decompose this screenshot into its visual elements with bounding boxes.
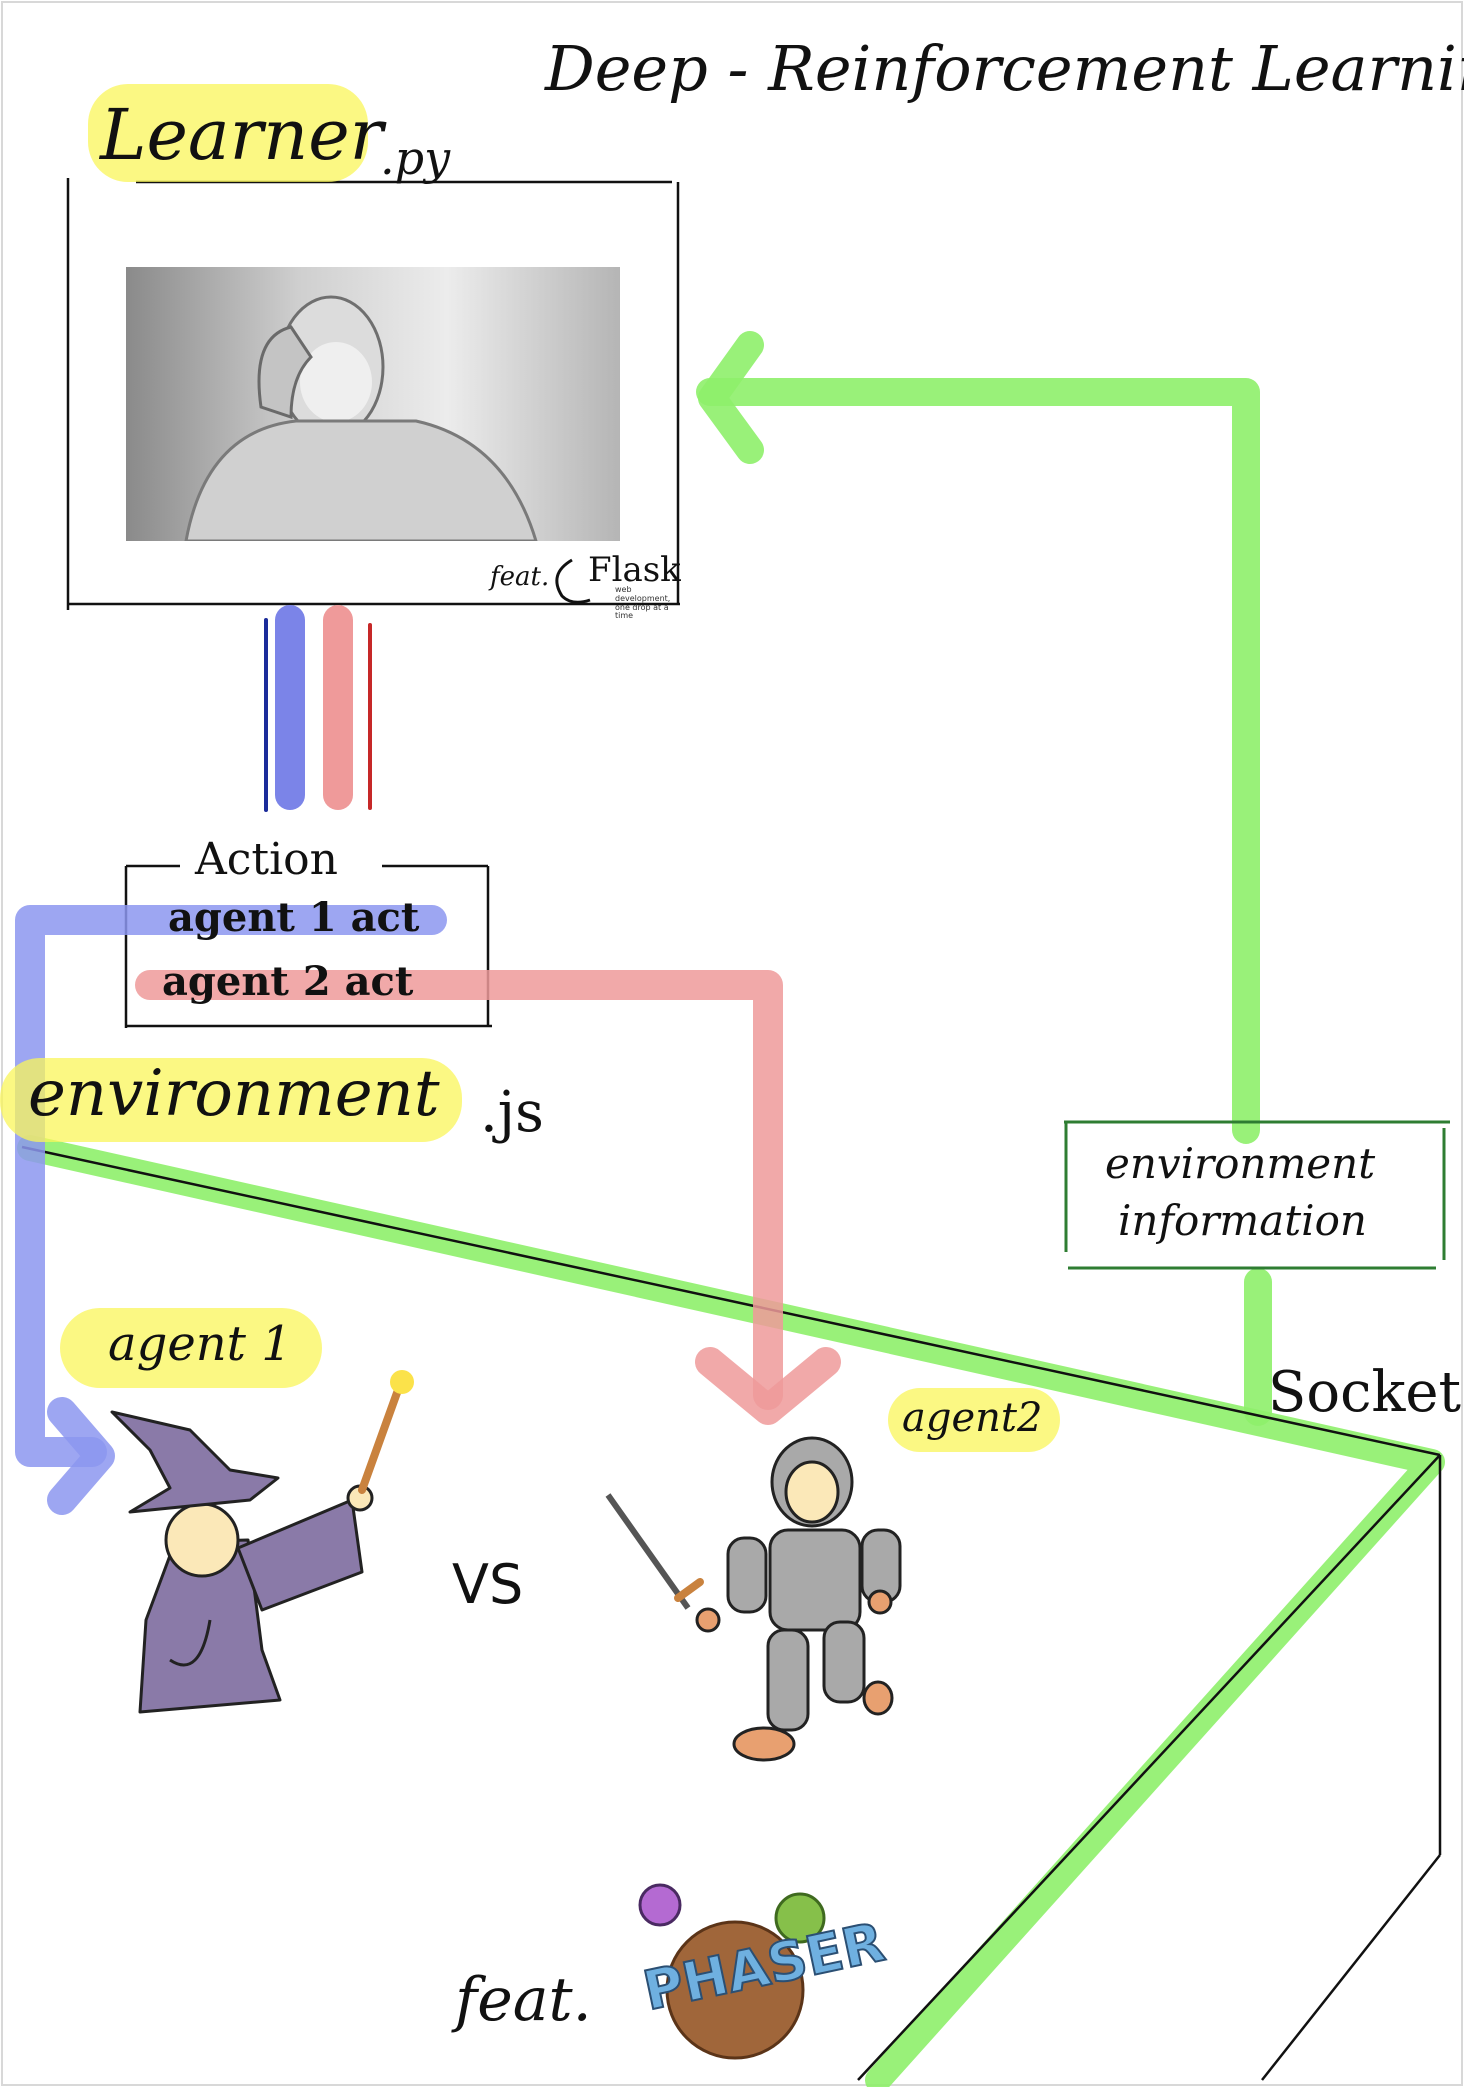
knight-face — [784, 1460, 840, 1524]
agent2-highlight — [888, 1388, 1060, 1452]
versus-label: VS — [452, 1553, 524, 1616]
wizard-face — [164, 1502, 240, 1578]
env-info-line2: information — [1118, 1196, 1367, 1245]
wizard-arm-line — [169, 1619, 212, 1667]
environment-highlight — [0, 1058, 462, 1142]
wizard-hat — [110, 1410, 280, 1514]
learner-highlight — [88, 84, 368, 182]
knight-body — [768, 1528, 862, 1632]
agent2-action-label: agent 2 act — [162, 958, 414, 1005]
robot-image — [184, 295, 538, 541]
stage-floor-edge — [857, 1454, 1441, 2081]
flask-feat-label: feat. — [490, 562, 550, 592]
agent1-label: agent 1 — [108, 1316, 292, 1372]
socket-label: Socket — [1268, 1360, 1462, 1425]
environment-extension: .js — [480, 1080, 544, 1145]
flask-horn-icon — [555, 558, 591, 604]
flask-logo: Flask — [588, 550, 681, 590]
wizard-sleeve — [236, 1498, 364, 1612]
learner-extension: .py — [380, 131, 451, 185]
green-arrow-to-learner — [696, 378, 1260, 1144]
knight-sword — [605, 1493, 691, 1610]
environment-label: environment — [28, 1057, 440, 1131]
wizard-figure — [110, 1370, 414, 1714]
action-connectors — [264, 605, 372, 812]
learner-frame — [66, 178, 680, 610]
knight-left-leg — [766, 1628, 810, 1732]
flask-tagline: web development, one drop at a time — [615, 585, 671, 621]
stage-back-edge — [21, 1145, 1441, 1457]
phaser-feat-label: feat. — [455, 1965, 592, 2035]
blue-action-path — [15, 905, 447, 1515]
knight-hand-right — [867, 1589, 893, 1615]
knight-hand — [695, 1607, 721, 1633]
agent1-highlight — [60, 1308, 322, 1388]
knight-left-boot — [732, 1726, 796, 1762]
agent2-label: agent2 — [902, 1395, 1043, 1441]
red-action-path — [135, 970, 841, 1425]
phaser-logo-icon — [638, 1883, 826, 2060]
green-arrowhead — [698, 331, 764, 464]
robot-photo — [126, 267, 620, 541]
action-title: Action — [195, 834, 338, 885]
wizard-wand — [358, 1386, 402, 1494]
knight-figure — [605, 1436, 902, 1762]
env-info-line1: environment — [1105, 1139, 1376, 1188]
env-info-frame — [1064, 1120, 1450, 1270]
knight-left-arm — [726, 1536, 768, 1614]
learner-label: Learner — [100, 94, 384, 176]
stage-lines — [21, 1145, 1442, 2081]
wand-sparkle — [390, 1370, 414, 1394]
page-title: Deep - Reinforcement Learning — [545, 32, 1464, 105]
stage-corner-edge — [1261, 1854, 1441, 2081]
knight-right-leg — [822, 1620, 866, 1704]
agent1-action-label: agent 1 act — [168, 894, 420, 941]
knight-sword-hilt — [674, 1578, 704, 1602]
knight-right-boot — [862, 1680, 894, 1716]
